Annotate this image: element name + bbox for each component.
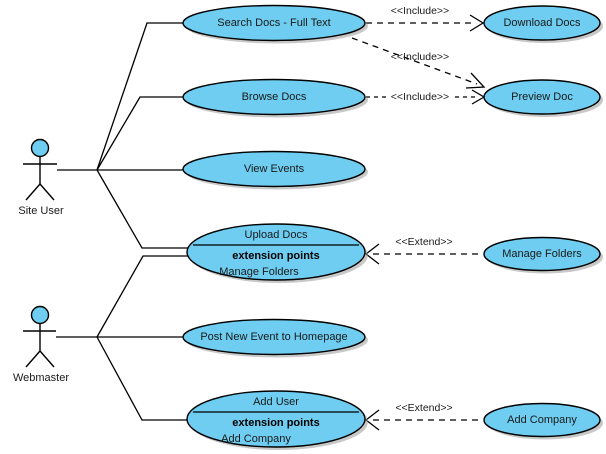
preview-doc-ellipse [483, 79, 601, 115]
include-search-preview-label: <<Include>> [391, 51, 449, 63]
actor-site-user-label: Site User [18, 205, 64, 217]
relationship-include-search-download[interactable]: <<Include>> [366, 5, 485, 32]
relationship-extend-addcompany-adduser[interactable]: <<Extend>> [364, 402, 478, 431]
assoc-site-user-search-docs[interactable] [96, 22, 183, 171]
manage-folders-ellipse [483, 236, 601, 272]
add-user-extension-points-header: extension points [232, 417, 319, 429]
webmaster-legs [25, 350, 55, 368]
include-search-preview-line [351, 37, 478, 85]
use-case-manage-folders[interactable]: Manage Folders [483, 236, 603, 274]
post-new-event-label: Post New Event to Homepage [200, 331, 347, 343]
relationship-include-browse-preview[interactable]: <<Include>> [366, 89, 486, 105]
upload-docs-label: Upload Docs [245, 229, 308, 241]
add-company-label: Add Company [507, 414, 577, 426]
upload-docs-ellipse [186, 223, 366, 281]
use-case-upload-docs[interactable]: Upload Docs extension points Manage Fold… [186, 223, 368, 283]
search-docs-ellipse [182, 4, 366, 42]
association-lines-webmaster [56, 255, 190, 421]
include-search-preview-arrowhead [465, 72, 486, 89]
use-case-preview-doc[interactable]: Preview Doc [483, 79, 603, 117]
preview-doc-label: Preview Doc [511, 91, 573, 103]
use-case-add-company[interactable]: Add Company [483, 402, 603, 440]
use-case-post-new-event[interactable]: Post New Event to Homepage [182, 318, 368, 358]
use-case-view-events[interactable]: View Events [182, 150, 368, 190]
add-user-extension-points: Add Company [221, 433, 291, 445]
browse-docs-label: Browse Docs [242, 91, 307, 103]
download-docs-ellipse [483, 5, 601, 41]
site-user-legs [25, 183, 55, 201]
view-events-ellipse [182, 150, 366, 188]
include-search-download-arrowhead [469, 14, 485, 32]
extend-managefolders-upload-label: <<Extend>> [395, 236, 452, 248]
site-user-head-icon [30, 138, 50, 158]
upload-docs-extension-points-header: extension points [232, 250, 319, 262]
use-case-download-docs[interactable]: Download Docs [483, 5, 603, 43]
relationship-extend-managefolders-upload[interactable]: <<Extend>> [364, 236, 478, 265]
upload-docs-extension-points: Manage Folders [219, 266, 299, 278]
view-events-label: View Events [244, 163, 305, 175]
assoc-webmaster-add-user[interactable] [96, 336, 190, 421]
add-user-label: Add User [253, 396, 299, 408]
actor-webmaster-label: Webmaster [13, 372, 69, 384]
assoc-site-user-browse-docs[interactable] [96, 96, 183, 171]
use-case-search-docs[interactable]: Search Docs - Full Text [182, 4, 368, 44]
download-docs-label: Download Docs [503, 17, 581, 29]
add-user-ellipse [186, 390, 366, 448]
include-browse-preview-label: <<Include>> [391, 91, 449, 103]
browse-docs-ellipse [182, 78, 366, 116]
assoc-webmaster-upload-docs[interactable] [96, 255, 190, 338]
post-new-event-ellipse [182, 318, 366, 356]
use-case-add-user[interactable]: Add User extension points Add Company [186, 390, 368, 450]
webmaster-head-icon [30, 305, 50, 325]
assoc-site-user-upload-docs[interactable] [96, 169, 190, 249]
use-case-browse-docs[interactable]: Browse Docs [182, 78, 368, 118]
relationship-include-search-preview[interactable]: <<Include>> [351, 37, 486, 89]
search-docs-label: Search Docs - Full Text [217, 17, 331, 29]
actor-site-user[interactable]: Site User [18, 138, 64, 217]
include-search-download-label: <<Include>> [391, 5, 449, 17]
manage-folders-label: Manage Folders [502, 248, 582, 260]
actor-webmaster[interactable]: Webmaster [13, 305, 69, 384]
add-company-ellipse [483, 402, 601, 438]
extend-addcompany-adduser-label: <<Extend>> [395, 402, 452, 414]
association-lines-site-user [57, 22, 190, 249]
